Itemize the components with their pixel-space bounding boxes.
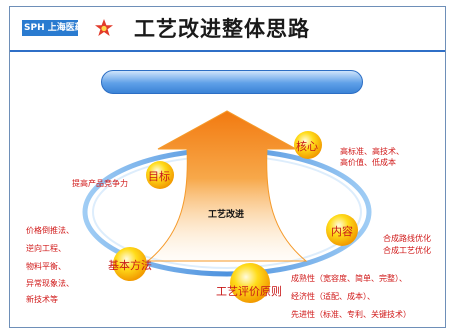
principle-note-line: 经济性（适配、成本）、: [291, 292, 375, 301]
method-note-line: 物料平衡、: [26, 262, 66, 271]
content-note-line: 合成路线优化: [383, 234, 431, 243]
subtitle-pill: [101, 70, 363, 94]
core-note-line: 高价值、低成本: [340, 158, 396, 167]
method-note-line: 逆向工程、: [26, 244, 66, 253]
node-method-label: 基本方法: [108, 259, 152, 272]
company-logo: SPH 上海医药: [22, 20, 78, 36]
node-goal-ball: [146, 161, 174, 189]
principle-note-line: 成熟性（宽容度、简单、完整）、: [291, 274, 407, 283]
node-content-ball: [326, 214, 358, 246]
method-note-line: 异常现象法、: [26, 279, 74, 288]
node-goal-label: 目标: [148, 170, 170, 183]
process-diagram: [82, 110, 372, 303]
star-emblem-icon: [95, 19, 113, 36]
node-method-ball: [113, 247, 147, 281]
node-principle-label: 工艺评价原则: [216, 285, 282, 298]
node-principle-ball: [230, 263, 270, 303]
node-core-label: 核心: [296, 140, 318, 153]
goal-note-line: 提高产品竞争力: [72, 179, 128, 188]
content-note-line: 合成工艺优化: [383, 246, 431, 255]
header-divider: [10, 50, 445, 52]
node-content-label: 内容: [331, 225, 353, 238]
node-core-ball: [294, 131, 322, 159]
method-note-line: 价格倒推法、: [26, 226, 74, 235]
upward-arrow: [146, 110, 308, 262]
principle-note-line: 先进性（标准、专利、关键技术）: [291, 310, 411, 319]
method-note-line: 新技术等: [26, 295, 58, 304]
center-label: 工艺改进: [208, 210, 245, 220]
page-title: 工艺改进整体思路: [134, 17, 310, 41]
header-bar: SPH 上海医药 工艺改进整体思路: [10, 7, 445, 47]
core-note-line: 高标准、高技术、: [340, 147, 404, 156]
slide: SPH 上海医药 工艺改进整体思路: [9, 6, 446, 328]
